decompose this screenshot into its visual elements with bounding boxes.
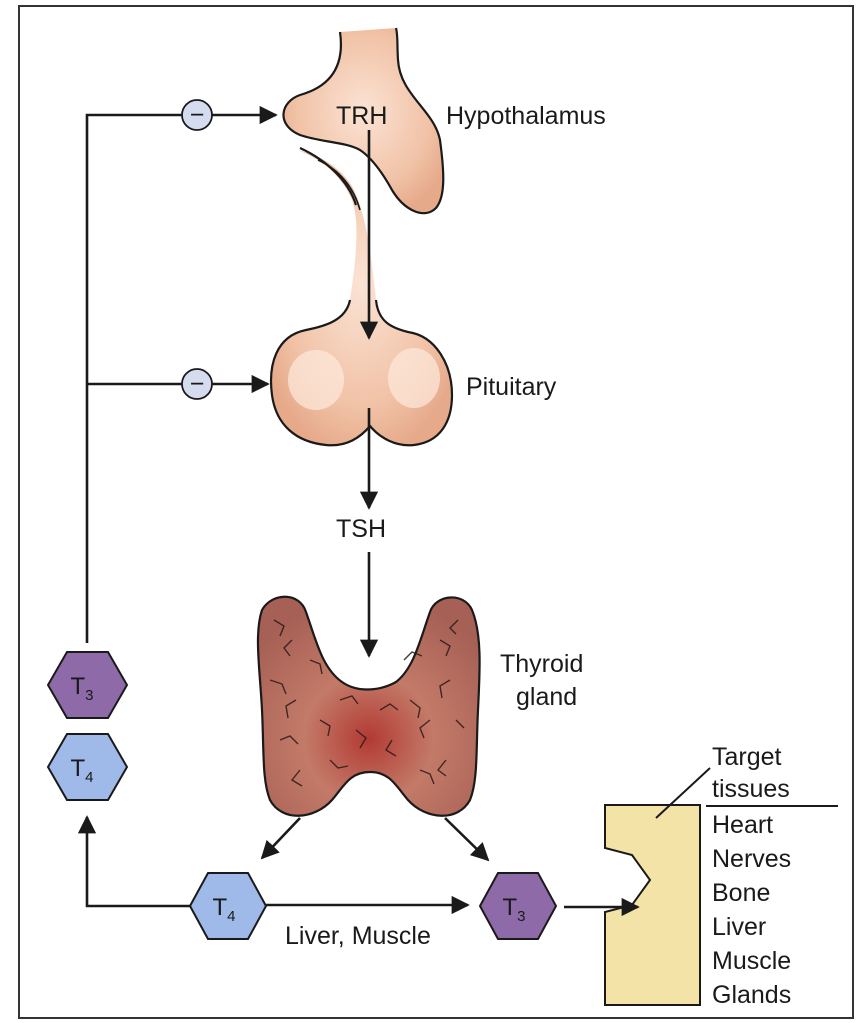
tissue-item: Liver	[712, 913, 766, 941]
tissue-list: Heart Nerves Bone Liver Muscle Glands	[712, 811, 791, 1009]
liver-muscle-label: Liver, Muscle	[285, 922, 431, 950]
hexagon-t3-bottom: T3	[480, 873, 556, 939]
hypothalamus-label: Hypothalamus	[446, 102, 606, 130]
hexagon-t4-bottom: T4	[190, 873, 266, 939]
t4-return-arrow	[87, 817, 190, 906]
inhibit-circle-top: −	[182, 100, 212, 130]
tissue-item: Muscle	[712, 947, 791, 975]
tissue-item: Bone	[712, 879, 770, 907]
trh-label: TRH	[336, 102, 387, 130]
thyroid-label-line1: Thyroid	[500, 650, 583, 678]
tsh-label: TSH	[336, 515, 386, 543]
tissue-item: Heart	[712, 811, 773, 839]
target-label-line2: tissues	[712, 775, 790, 803]
svg-text:−: −	[190, 370, 205, 398]
thyroid-to-t4-arrow	[262, 818, 300, 858]
hexagon-t4-left: T4	[48, 734, 127, 800]
thyroid-to-t3-arrow	[445, 818, 488, 860]
target-label-line1: Target	[712, 743, 782, 771]
feedback-line-upper	[87, 115, 183, 643]
svg-text:−: −	[190, 101, 205, 129]
pituitary-label: Pituitary	[466, 373, 557, 401]
tissue-item: Glands	[712, 981, 791, 1009]
inhibit-circle-bottom: −	[182, 369, 212, 399]
hexagon-t3-left: T3	[48, 652, 127, 718]
tissue-item: Nerves	[712, 845, 791, 873]
target-tissue-box	[605, 805, 700, 1005]
thyroid-label-line2: gland	[516, 683, 577, 711]
